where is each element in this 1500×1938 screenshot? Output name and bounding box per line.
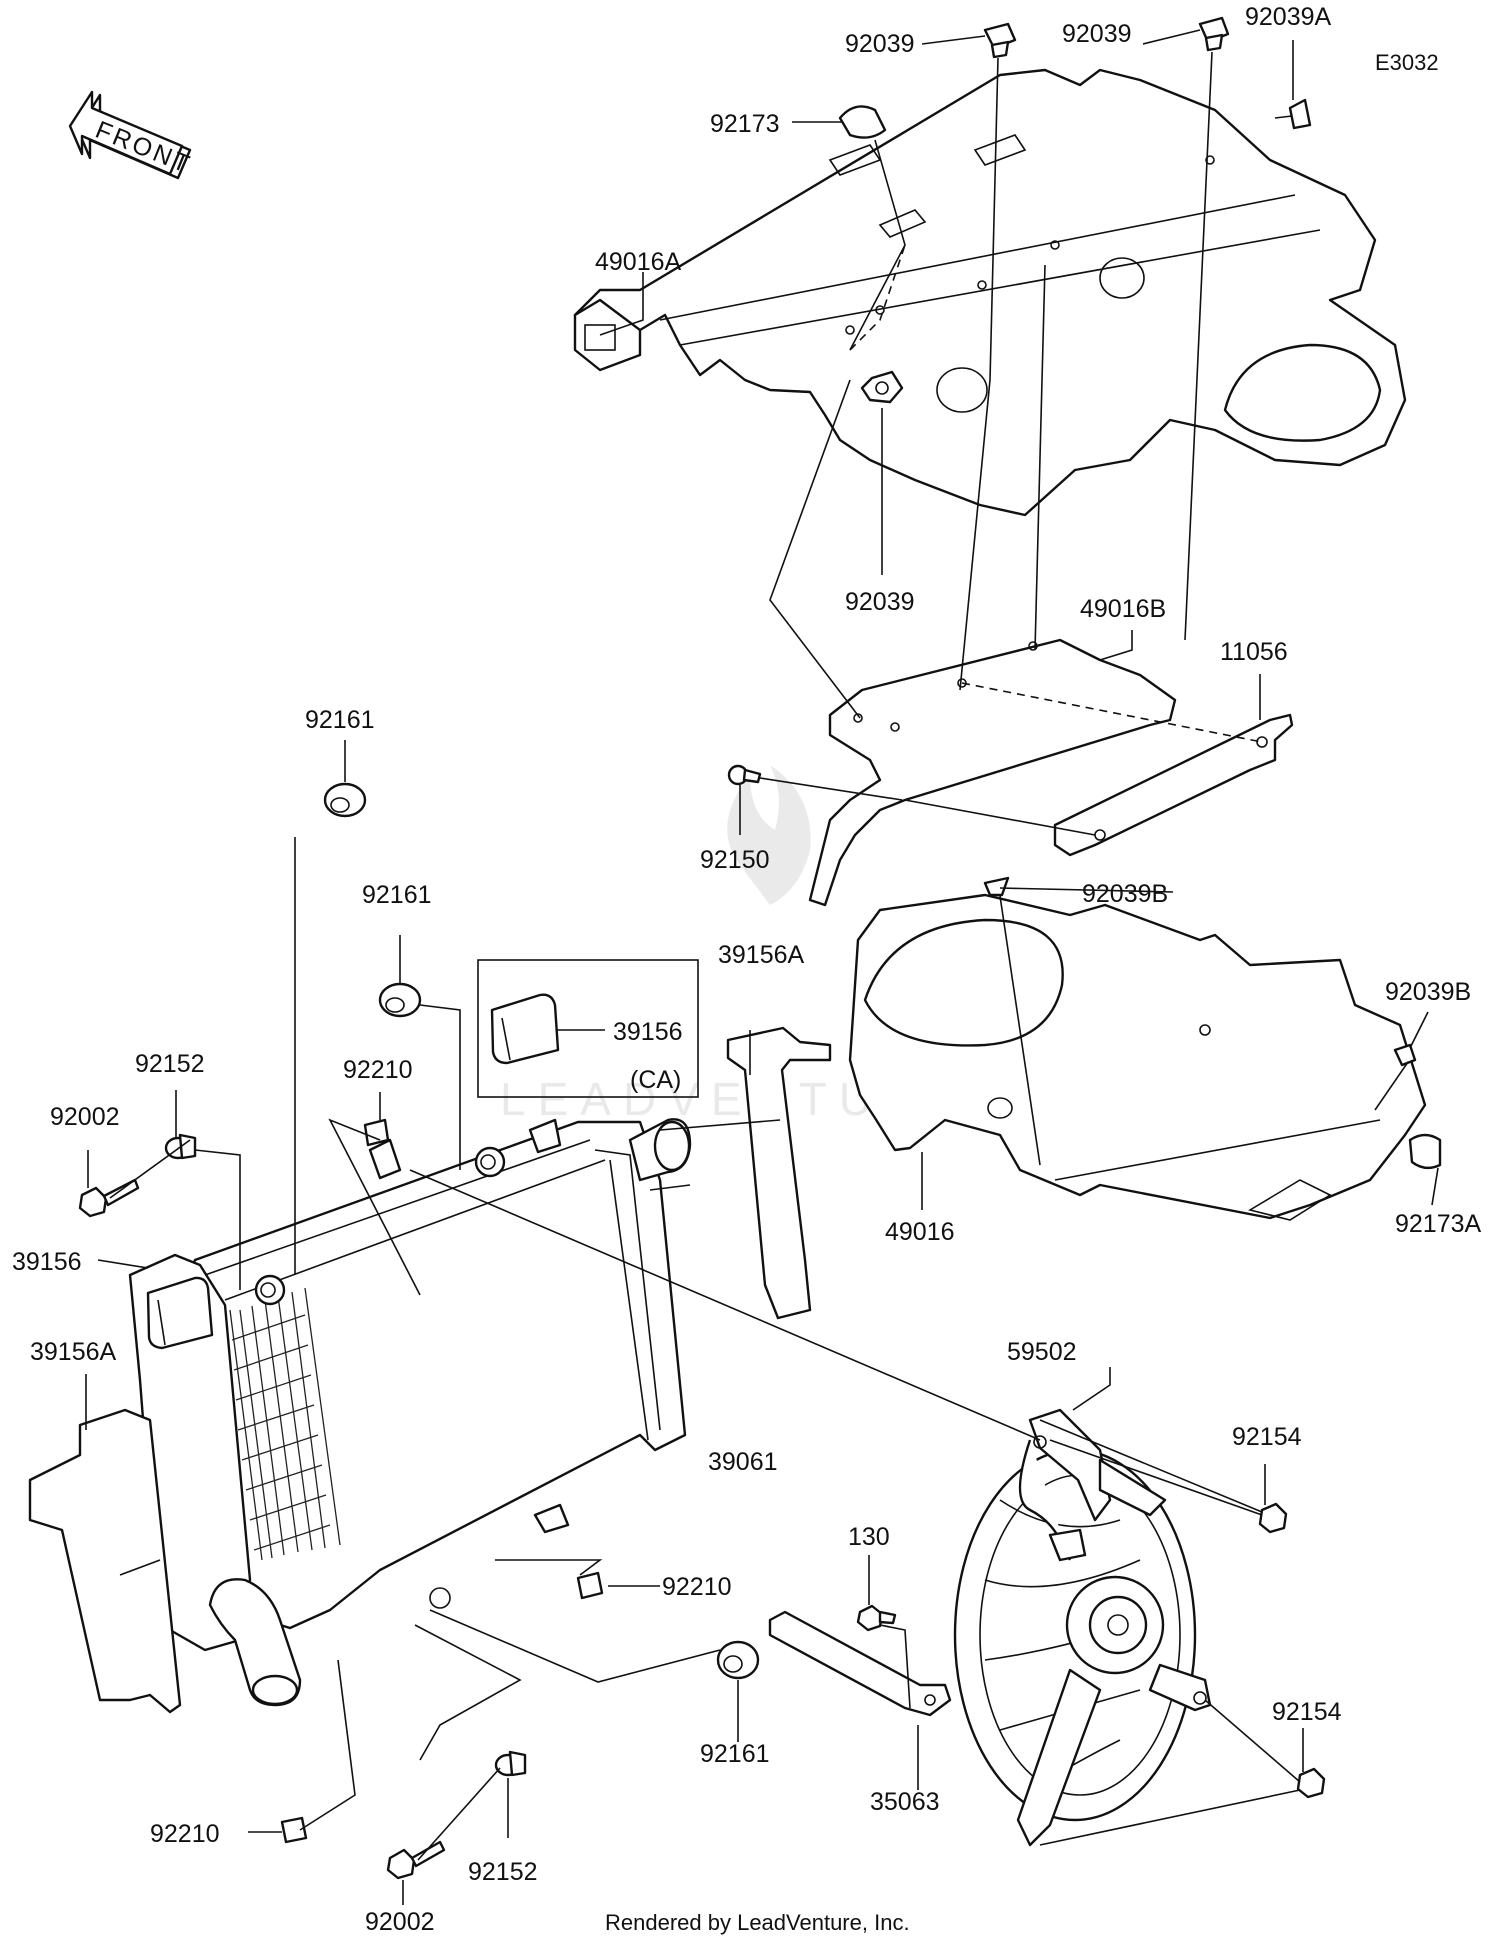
label-92039A: 92039A bbox=[1245, 3, 1332, 31]
label-92161-b: 92161 bbox=[362, 881, 432, 909]
shroud-39156A-right bbox=[726, 1026, 832, 1320]
clip-92173A bbox=[1408, 1133, 1442, 1170]
label-130: 130 bbox=[848, 1523, 890, 1551]
footer-credit: Rendered by LeadVenture, Inc. bbox=[605, 1910, 910, 1935]
label-92154-a: 92154 bbox=[1232, 1423, 1302, 1451]
clip-92039B-b bbox=[1393, 1043, 1417, 1067]
label-92154-b: 92154 bbox=[1272, 1698, 1342, 1726]
grommet-92161-c bbox=[716, 1640, 760, 1680]
radiator-core-fins bbox=[229, 1287, 341, 1561]
diagram-code: E3032 bbox=[1375, 50, 1439, 75]
label-92173A: 92173A bbox=[1395, 1210, 1482, 1238]
label-92150: 92150 bbox=[700, 846, 770, 874]
label-11056: 11056 bbox=[1220, 638, 1288, 666]
bolt-92150 bbox=[727, 764, 762, 786]
label-92002-a: 92002 bbox=[50, 1103, 120, 1131]
bolt-130 bbox=[856, 1604, 897, 1632]
part-labels: 92039 92039 92039A 92173 49016A 92039 49… bbox=[12, 3, 1482, 1936]
fan-assembly-59502 bbox=[953, 1408, 1212, 1847]
nut-92039-c bbox=[860, 370, 904, 404]
grommet-39156-left bbox=[146, 1276, 214, 1350]
bolt-92154-a bbox=[1258, 1502, 1288, 1534]
label-92152-a: 92152 bbox=[135, 1050, 205, 1078]
grommet-39156-boxed bbox=[490, 993, 560, 1065]
radiator-39061 bbox=[128, 1118, 692, 1707]
label-92161-a: 92161 bbox=[305, 706, 375, 734]
label-92039-c: 92039 bbox=[845, 588, 915, 616]
label-92002-b: 92002 bbox=[365, 1908, 435, 1936]
label-39061: 39061 bbox=[708, 1448, 778, 1476]
heat-guard-49016 bbox=[848, 893, 1427, 1221]
label-39156A-a: 39156A bbox=[718, 941, 805, 969]
front-direction-arrow: FRONT bbox=[68, 90, 196, 180]
label-92039-b: 92039 bbox=[1062, 20, 1132, 48]
grommet-92173 bbox=[838, 105, 887, 139]
front-arrow-label: FRONT bbox=[92, 116, 196, 180]
box-note: (CA) bbox=[630, 1066, 681, 1094]
heat-guard-49016B bbox=[808, 638, 1177, 907]
grommet-92161-a bbox=[323, 782, 367, 818]
label-59502: 59502 bbox=[1007, 1338, 1077, 1366]
collar-92152-b bbox=[494, 1750, 527, 1777]
label-49016A: 49016A bbox=[595, 248, 682, 276]
callout-box-ca: (CA) bbox=[477, 959, 699, 1098]
label-49016B: 49016B bbox=[1080, 595, 1166, 623]
clip-92210-b bbox=[576, 1571, 604, 1600]
label-92039-a: 92039 bbox=[845, 30, 915, 58]
label-92173: 92173 bbox=[710, 110, 780, 138]
heat-guard-49016A bbox=[573, 68, 1407, 517]
label-92039B-b: 92039B bbox=[1385, 978, 1471, 1006]
stay-35063 bbox=[768, 1610, 952, 1717]
clip-92039-a bbox=[983, 22, 1017, 59]
label-92161-c: 92161 bbox=[700, 1740, 770, 1768]
label-92210-b: 92210 bbox=[662, 1573, 732, 1601]
label-92210-a: 92210 bbox=[343, 1056, 413, 1084]
bolt-92002-a bbox=[78, 1178, 140, 1218]
label-39156A-b: 39156A bbox=[30, 1338, 117, 1366]
clip-92039B-a bbox=[983, 876, 1010, 897]
bolt-92002-b bbox=[386, 1840, 446, 1880]
leader-lines bbox=[85, 29, 1439, 1905]
clip-92210-c bbox=[280, 1816, 308, 1844]
grommet-92161-b bbox=[378, 982, 422, 1018]
clip-92039A bbox=[1274, 98, 1312, 130]
label-35063: 35063 bbox=[870, 1788, 940, 1816]
clip-92039-b bbox=[1198, 16, 1230, 52]
label-92152-b: 92152 bbox=[468, 1858, 538, 1886]
label-39156-b: 39156 bbox=[12, 1248, 82, 1276]
label-92039B-a: 92039B bbox=[1082, 880, 1168, 908]
bolt-92154-b bbox=[1296, 1767, 1326, 1799]
shroud-39156A-left bbox=[28, 1408, 182, 1714]
fasteners bbox=[78, 16, 1442, 1880]
label-92210-c: 92210 bbox=[150, 1820, 220, 1848]
label-39156-a: 39156 bbox=[613, 1018, 683, 1046]
clip-92210-a bbox=[363, 1118, 390, 1147]
label-49016: 49016 bbox=[885, 1218, 955, 1246]
bracket-11056 bbox=[1053, 713, 1294, 857]
